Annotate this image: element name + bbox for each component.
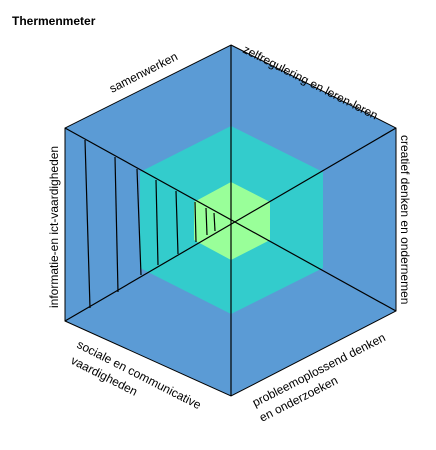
tick-line (175, 190, 179, 255)
spoke-diagonal-b (64, 127, 397, 312)
tick-line (136, 168, 142, 276)
tick-line (213, 212, 216, 232)
tick-line (205, 207, 208, 236)
hexagon-spokes (64, 45, 397, 396)
label-creatief-denken: creatief denken en ondernemen (398, 135, 412, 304)
label-informatie-ict: informatie-en ict-vaardigheden (47, 146, 61, 308)
tick-line (155, 179, 159, 266)
tick-line (194, 201, 197, 243)
left-sector-ticks (84, 139, 216, 309)
tick-line (114, 156, 119, 293)
spoke-diagonal-a (64, 127, 397, 322)
tick-line (84, 139, 91, 309)
diagram-title: Thermenmeter (12, 14, 96, 28)
